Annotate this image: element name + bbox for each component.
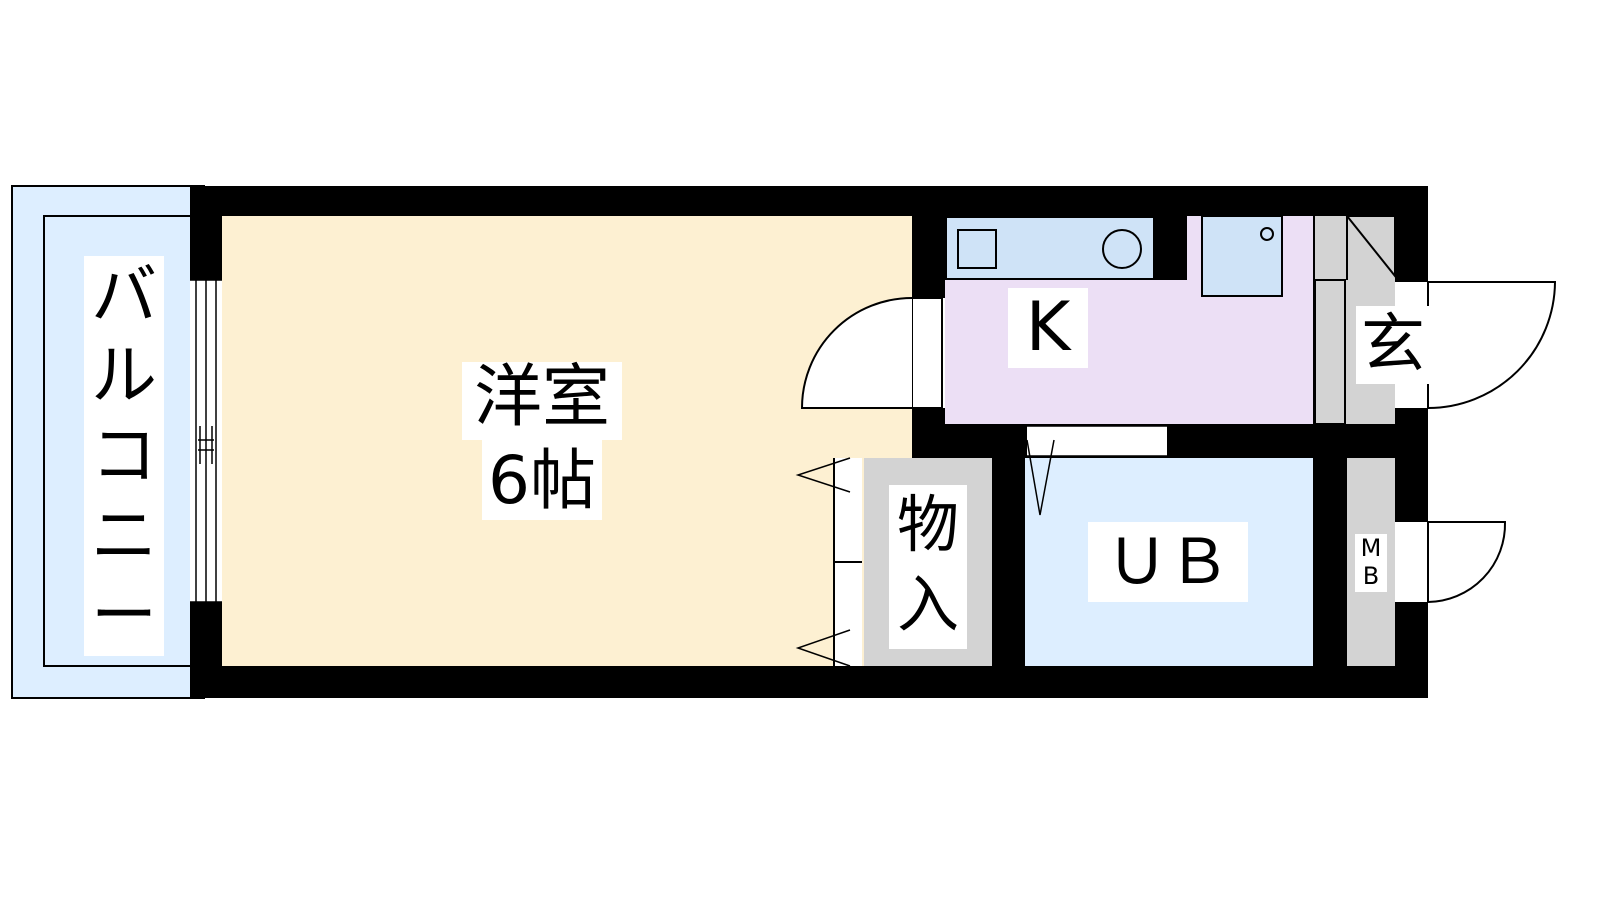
western-room-label: 洋室 <box>462 362 622 440</box>
entrance-step <box>1314 279 1346 425</box>
door-swing-entrance <box>1427 281 1557 409</box>
meter-box-char: B <box>1362 562 1380 590</box>
storage-char: 入 <box>896 568 959 641</box>
bath-door-fold <box>1026 439 1055 516</box>
meter-box-char: M <box>1360 534 1382 562</box>
balcony-char: ー <box>91 577 157 654</box>
storage-char: 物 <box>896 488 959 561</box>
western-room-size: 6帖 <box>482 440 602 520</box>
storage-door-fold-bottom <box>795 629 851 667</box>
sink-basin <box>1102 229 1142 269</box>
fridge-outlet <box>1260 227 1274 241</box>
balcony-char: ル <box>91 337 157 414</box>
balcony-char: バ <box>91 257 157 334</box>
door-opening-bath <box>1027 426 1167 456</box>
door-swing-mb <box>1427 521 1507 603</box>
storage-door-fold-top <box>795 457 851 493</box>
bath-label: ＵＢ <box>1088 522 1248 602</box>
balcony-char: コ <box>91 417 157 494</box>
entrance-label: 玄 <box>1356 306 1430 384</box>
door-leaf-kitchen <box>911 297 943 409</box>
fridge-space <box>1201 215 1283 297</box>
storage-label: 物 入 <box>889 485 967 649</box>
shoe-cabinet <box>1344 215 1396 279</box>
kitchen-label: K <box>1008 288 1088 368</box>
balcony-label: バ ル コ ニ ー <box>84 256 164 656</box>
door-swing-kitchen <box>800 297 913 409</box>
stove-burner <box>957 229 997 269</box>
door-opening-mb <box>1395 522 1428 602</box>
meter-box-label: M B <box>1355 534 1387 592</box>
balcony-char: ニ <box>91 497 157 574</box>
